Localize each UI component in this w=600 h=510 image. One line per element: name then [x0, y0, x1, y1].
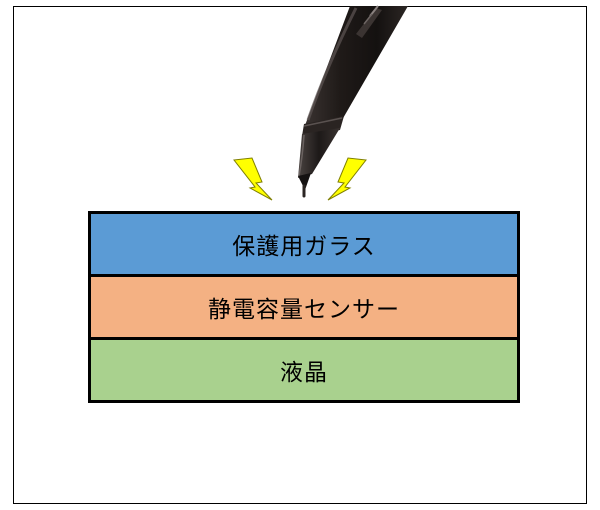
lightning-bolt-icon — [327, 157, 367, 201]
layer-liquid-crystal: 液晶 — [91, 337, 517, 400]
layer-stack: 保護用ガラス 静電容量センサー 液晶 — [88, 211, 520, 403]
stylus-pen-icon — [298, 5, 408, 198]
layer-protective-glass: 保護用ガラス — [91, 214, 517, 274]
lightning-bolt-icon — [233, 157, 273, 201]
layer-capacitive-sensor: 静電容量センサー — [91, 274, 517, 337]
